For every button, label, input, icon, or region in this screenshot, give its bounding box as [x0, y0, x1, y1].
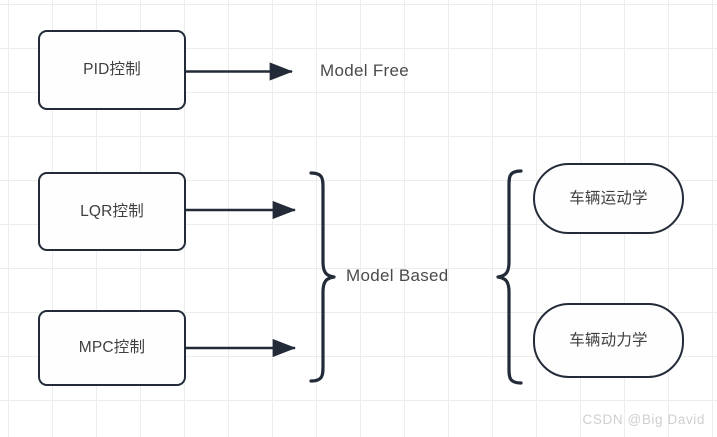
- label-model-free: Model Free: [320, 61, 409, 80]
- node-vehicle-kinematics-label: 车辆运动学: [569, 189, 648, 207]
- node-vehicle-kinematics[interactable]: 车辆运动学: [533, 163, 684, 234]
- node-mpc-control-label: MPC控制: [78, 339, 146, 357]
- node-vehicle-dynamics[interactable]: 车辆动力学: [533, 303, 684, 378]
- node-mpc-control[interactable]: MPC控制: [38, 310, 186, 386]
- watermark-text: CSDN @Big David: [582, 412, 705, 427]
- node-pid-control-label: PID控制: [83, 61, 141, 79]
- label-model-based: Model Based: [346, 266, 449, 285]
- node-lqr-control-label: LQR控制: [80, 202, 144, 220]
- node-vehicle-dynamics-label: 车辆动力学: [569, 331, 648, 349]
- node-pid-control[interactable]: PID控制: [38, 30, 186, 110]
- left-brace: [309, 171, 336, 383]
- node-lqr-control[interactable]: LQR控制: [38, 172, 186, 251]
- right-brace: [496, 169, 523, 385]
